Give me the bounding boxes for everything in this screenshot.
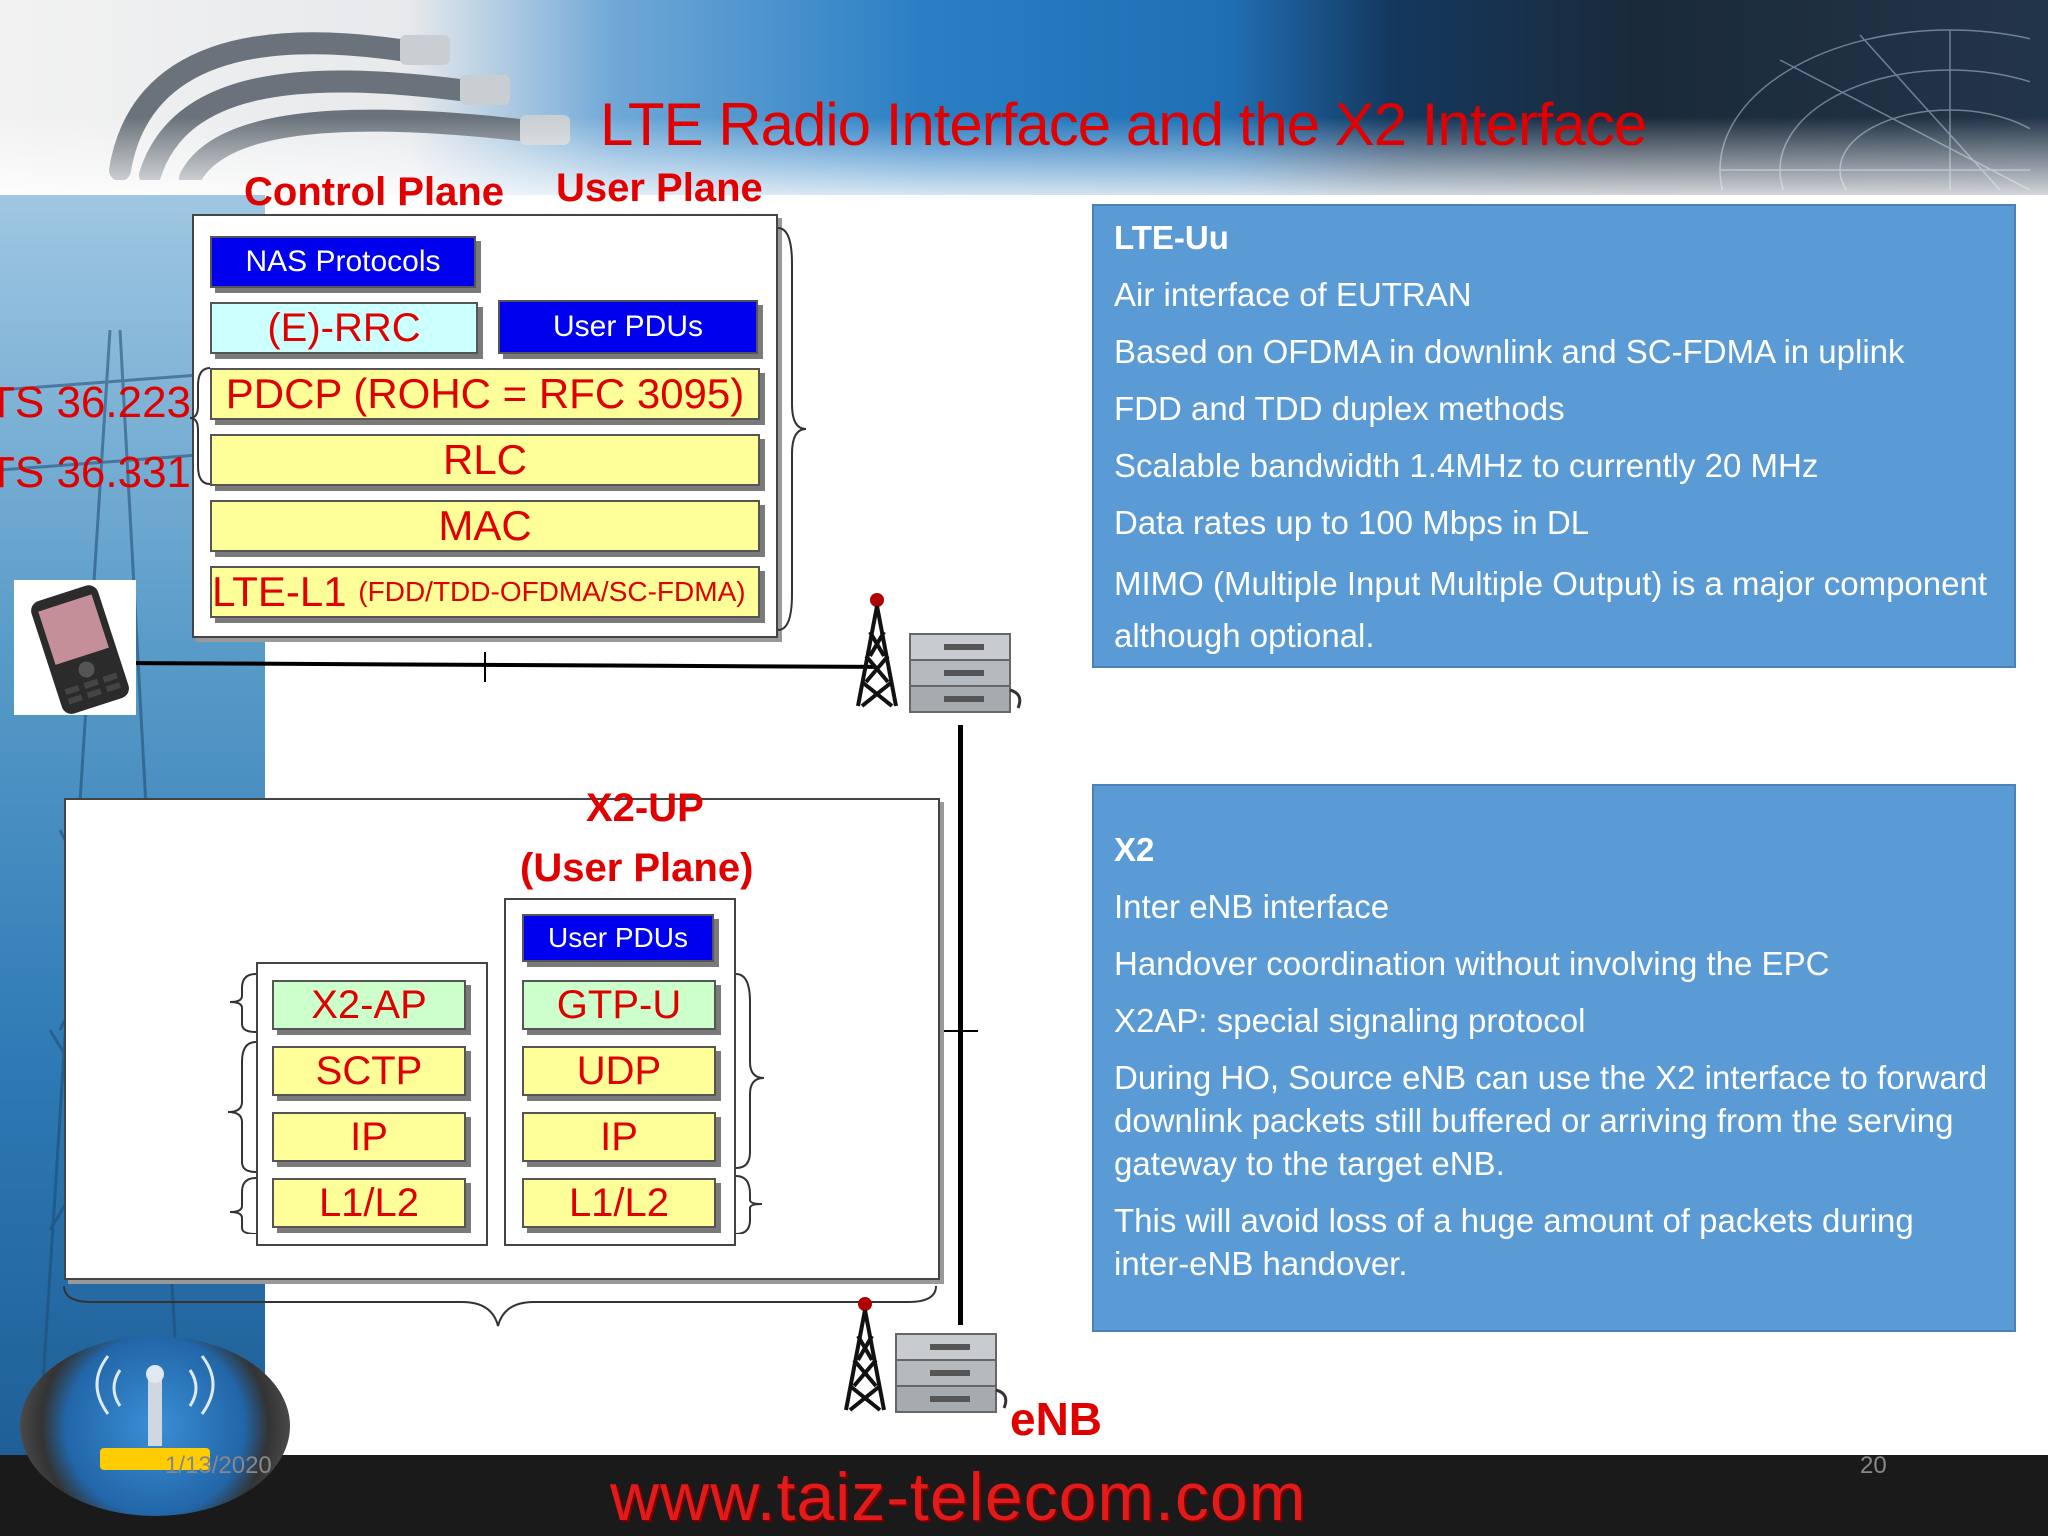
pdcp-layer: PDCP (ROHC = RFC 3095) [210, 368, 760, 420]
x2-user-pdus-layer: User PDUs [522, 914, 714, 962]
gtp-u-layer: GTP-U [522, 980, 716, 1030]
page-number: 20 [1860, 1452, 1887, 1479]
rrc-layer: (E)-RRC [210, 302, 478, 354]
x2-heading: X2 [1114, 831, 1155, 868]
phone-image [14, 580, 136, 715]
footer-bar [0, 1455, 2048, 1536]
x2-control-brace [227, 973, 257, 1234]
ip-user-layer: IP [522, 1112, 716, 1162]
lte-uu-heading: LTE-Uu [1114, 219, 1229, 256]
lte-uu-line: Scalable bandwidth 1.4MHz to currently 2… [1114, 447, 1819, 484]
header-fade [0, 0, 2048, 195]
x2-up-subtitle: (User Plane) [520, 846, 754, 890]
x2-line: Inter eNB interface [1114, 888, 1390, 925]
udp-layer: UDP [522, 1046, 716, 1096]
lte-uu-line: Data rates up to 100 Mbps in DL [1114, 504, 1590, 541]
l1-l2-user-layer: L1/L2 [522, 1178, 716, 1228]
server-rack-icon [909, 633, 1022, 713]
uu-link-tick [484, 652, 486, 682]
user-plane-label: User Plane [556, 166, 763, 210]
lte-uu-line: Air interface of EUTRAN [1114, 276, 1472, 313]
rlc-layer: RLC [210, 434, 760, 486]
logo-antenna-icon [95, 1355, 215, 1470]
company-logo [20, 1336, 290, 1516]
lte-l1-detail: (FDD/TDD-OFDMA/SC-FDMA) [358, 576, 746, 607]
enb-label: eNB [1010, 1393, 1103, 1445]
x2-up-title: X2-UP [586, 786, 704, 830]
lte-uu-line: MIMO (Multiple Input Multiple Output) is… [1114, 565, 1988, 654]
x2-link-line [958, 725, 963, 1325]
x2-info-panel: X2 Inter eNB interface Handover coordina… [1092, 784, 2016, 1332]
website-url[interactable]: www.taiz-telecom.com [610, 1459, 1307, 1535]
spec-ts-36-223: TS 36.223 [0, 378, 192, 427]
x2-user-brace [735, 973, 765, 1234]
lte-uu-info-panel: LTE-Uu Air interface of EUTRAN Based on … [1092, 204, 2016, 668]
sctp-layer: SCTP [272, 1046, 466, 1096]
lte-uu-line: FDD and TDD duplex methods [1114, 390, 1565, 427]
lte-uu-line: Based on OFDMA in downlink and SC-FDMA i… [1114, 333, 1905, 370]
x2-ap-layer: X2-AP [272, 980, 466, 1030]
x2-bottom-brace [63, 1285, 937, 1327]
l1-l2-control-layer: L1/L2 [272, 1178, 466, 1228]
spec-brace [190, 367, 211, 485]
x2-stack-panel [64, 798, 940, 1280]
mac-layer: MAC [210, 500, 760, 552]
lte-l1-layer: LTE-L1 (FDD/TDD-OFDMA/SC-FDMA) [210, 566, 760, 618]
slide-date: 1/13/2020 [165, 1452, 272, 1479]
spec-ts-36-331: TS 36.331 [0, 448, 192, 497]
slide-title: LTE Radio Interface and the X2 Interface [600, 91, 1647, 158]
user-pdus-layer: User PDUs [498, 300, 758, 354]
x2-line: During HO, Source eNB can use the X2 int… [1114, 1059, 1988, 1182]
x2-line: Handover coordination without involving … [1114, 945, 1830, 982]
uu-stack-brace [777, 227, 807, 631]
ip-control-layer: IP [272, 1112, 466, 1162]
server-rack-icon-lower [895, 1333, 1008, 1413]
nas-protocols-layer: NAS Protocols [210, 236, 476, 288]
control-plane-label: Control Plane [244, 170, 505, 214]
x2-line: This will avoid loss of a huge amount of… [1114, 1202, 1914, 1282]
tower-icon [856, 593, 898, 708]
x2-link-tick [944, 1030, 978, 1032]
x2-line: X2AP: special signaling protocol [1114, 1002, 1586, 1039]
lte-l1-main: LTE-L1 [212, 568, 347, 615]
tower-icon-lower [844, 1297, 886, 1412]
